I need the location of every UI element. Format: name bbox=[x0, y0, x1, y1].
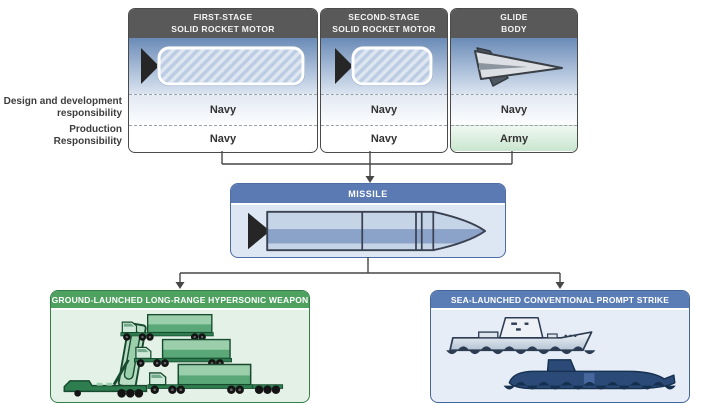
glide-body-icon bbox=[451, 38, 577, 94]
production-responsibility-cell-glide-body: Army bbox=[451, 125, 577, 151]
missile-header: MISSILE bbox=[231, 184, 505, 205]
responsibility-value: Navy bbox=[209, 132, 237, 145]
arrowhead-to-missile bbox=[365, 176, 375, 183]
column-second-stage-solid-rocket-motor: SECOND-STAGE SOLID ROCKET MOTOR Navy Nav… bbox=[320, 8, 448, 153]
missile-title: MISSILE bbox=[348, 188, 388, 199]
second-stage-solid-rocket-motor-icon bbox=[321, 38, 447, 94]
column-title-line: FIRST-STAGE bbox=[193, 12, 253, 23]
column-header: SECOND-STAGE SOLID ROCKET MOTOR bbox=[321, 9, 447, 38]
row-label-line: Design and development bbox=[3, 96, 122, 107]
design-responsibility-cell-glide-body: Navy bbox=[451, 94, 577, 125]
responsibility-value: Navy bbox=[500, 104, 528, 116]
design-responsibility-cell-second-stage: Navy bbox=[321, 94, 447, 125]
surface-ship-and-submarine-icon bbox=[431, 310, 689, 401]
ground-launched-box: GROUND-LAUNCHED LONG-RANGE HYPERSONIC WE… bbox=[50, 290, 310, 403]
column-glide-body: GLIDE BODY Navy Army bbox=[450, 8, 578, 153]
column-title-line: SOLID ROCKET MOTOR bbox=[332, 23, 436, 34]
launcher-trailer-and-trucks-icon bbox=[51, 310, 309, 401]
ground-launched-title: GROUND-LAUNCHED LONG-RANGE HYPERSONIC WE… bbox=[51, 294, 309, 305]
surface-ship bbox=[446, 316, 596, 354]
column-title-line: SOLID ROCKET MOTOR bbox=[171, 23, 275, 34]
column-first-stage-solid-rocket-motor: FIRST-STAGE SOLID ROCKET MOTOR Navy Navy bbox=[128, 8, 318, 153]
sea-launched-header: SEA-LAUNCHED CONVENTIONAL PROMPT STRIKE bbox=[431, 291, 689, 310]
ground-launched-header: GROUND-LAUNCHED LONG-RANGE HYPERSONIC WE… bbox=[51, 291, 309, 310]
responsibility-value: Navy bbox=[370, 104, 398, 116]
production-responsibility-cell-first-stage: Navy bbox=[129, 125, 317, 151]
transport-truck bbox=[147, 363, 254, 395]
column-header: GLIDE BODY bbox=[451, 9, 577, 38]
column-title-line: GLIDE bbox=[500, 12, 528, 23]
missile-icon bbox=[231, 205, 505, 256]
row-label-line: Production bbox=[69, 124, 122, 135]
missile-box: MISSILE bbox=[230, 183, 506, 258]
first-stage-solid-rocket-motor-icon bbox=[129, 38, 317, 94]
transport-truck bbox=[133, 338, 233, 368]
column-title-line: SECOND-STAGE bbox=[348, 12, 420, 23]
production-responsibility-cell-second-stage: Navy bbox=[321, 125, 447, 151]
sea-launched-title: SEA-LAUNCHED CONVENTIONAL PROMPT STRIKE bbox=[450, 294, 670, 305]
responsibility-value: Army bbox=[499, 132, 529, 145]
responsibility-value: Navy bbox=[370, 132, 398, 145]
design-responsibility-cell-first-stage: Navy bbox=[129, 94, 317, 125]
sea-launched-box: SEA-LAUNCHED CONVENTIONAL PROMPT STRIKE bbox=[430, 290, 690, 403]
trailer-rear-bogie bbox=[251, 383, 284, 394]
row-label-line: Responsibility bbox=[53, 135, 122, 147]
row-label-line: responsibility bbox=[56, 107, 122, 119]
arrowhead-to-sea-launched bbox=[555, 282, 565, 289]
column-title-line: BODY bbox=[501, 23, 527, 34]
row-label-design-responsibility: Design and development responsibility bbox=[0, 96, 122, 120]
responsibility-value: Navy bbox=[209, 104, 237, 116]
column-header: FIRST-STAGE SOLID ROCKET MOTOR bbox=[129, 9, 317, 38]
submarine bbox=[503, 358, 676, 389]
arrowhead-to-ground-launched bbox=[175, 282, 185, 289]
row-label-production-responsibility: Production Responsibility bbox=[0, 124, 122, 148]
